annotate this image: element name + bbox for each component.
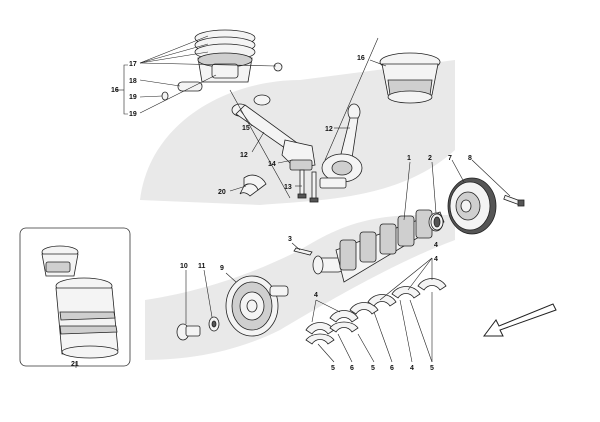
callout-17: 17 [129, 61, 137, 68]
callout-4: 4 [434, 242, 438, 249]
callout-5: 5 [371, 365, 375, 372]
callout-6: 6 [390, 365, 394, 372]
washer-11 [208, 316, 220, 332]
callout-19: 19 [129, 111, 137, 118]
callout-16-right: 16 [357, 55, 365, 62]
callout-14: 14 [268, 161, 276, 168]
callout-7: 7 [448, 155, 452, 162]
piston-assembly-left [194, 29, 283, 83]
callout-18: 18 [129, 78, 137, 85]
callout-15: 15 [242, 125, 250, 132]
thrust-washer [293, 247, 313, 256]
callout-5: 5 [430, 365, 434, 372]
callout-5: 5 [331, 365, 335, 372]
piston-pin [177, 81, 203, 92]
background-swoosh [140, 60, 455, 205]
callout-3: 3 [288, 236, 292, 243]
callout-10: 10 [180, 263, 188, 270]
damper-pulley [225, 275, 289, 337]
callout-11: 11 [198, 263, 206, 270]
callout-19: 19 [129, 94, 137, 101]
connecting-rod-right [319, 103, 363, 189]
callout-4: 4 [434, 256, 438, 263]
callout-1: 1 [407, 155, 411, 162]
circlip [161, 91, 169, 101]
rod-bolts [297, 169, 319, 203]
callout-16: 16 [111, 87, 119, 94]
crank-seal [430, 213, 444, 231]
arrow-icon [483, 303, 557, 337]
callout-21: 21 [71, 361, 79, 368]
main-bearing-shells [305, 278, 447, 345]
callout-9: 9 [220, 265, 224, 272]
flywheel-bolt [503, 194, 525, 207]
inset-panel [19, 227, 131, 368]
callout-2: 2 [428, 155, 432, 162]
flywheel [447, 177, 497, 235]
callout-12: 12 [325, 126, 333, 133]
callout-6: 6 [350, 365, 354, 372]
callout-4: 4 [314, 292, 318, 299]
callout-8: 8 [468, 155, 472, 162]
bolt-10 [176, 323, 201, 341]
callout-12: 12 [240, 152, 248, 159]
callout-4: 4 [410, 365, 414, 372]
callout-20: 20 [218, 189, 226, 196]
bearing-shell-20 [239, 174, 267, 197]
piston-right [379, 52, 441, 104]
callout-13: 13 [284, 184, 292, 191]
